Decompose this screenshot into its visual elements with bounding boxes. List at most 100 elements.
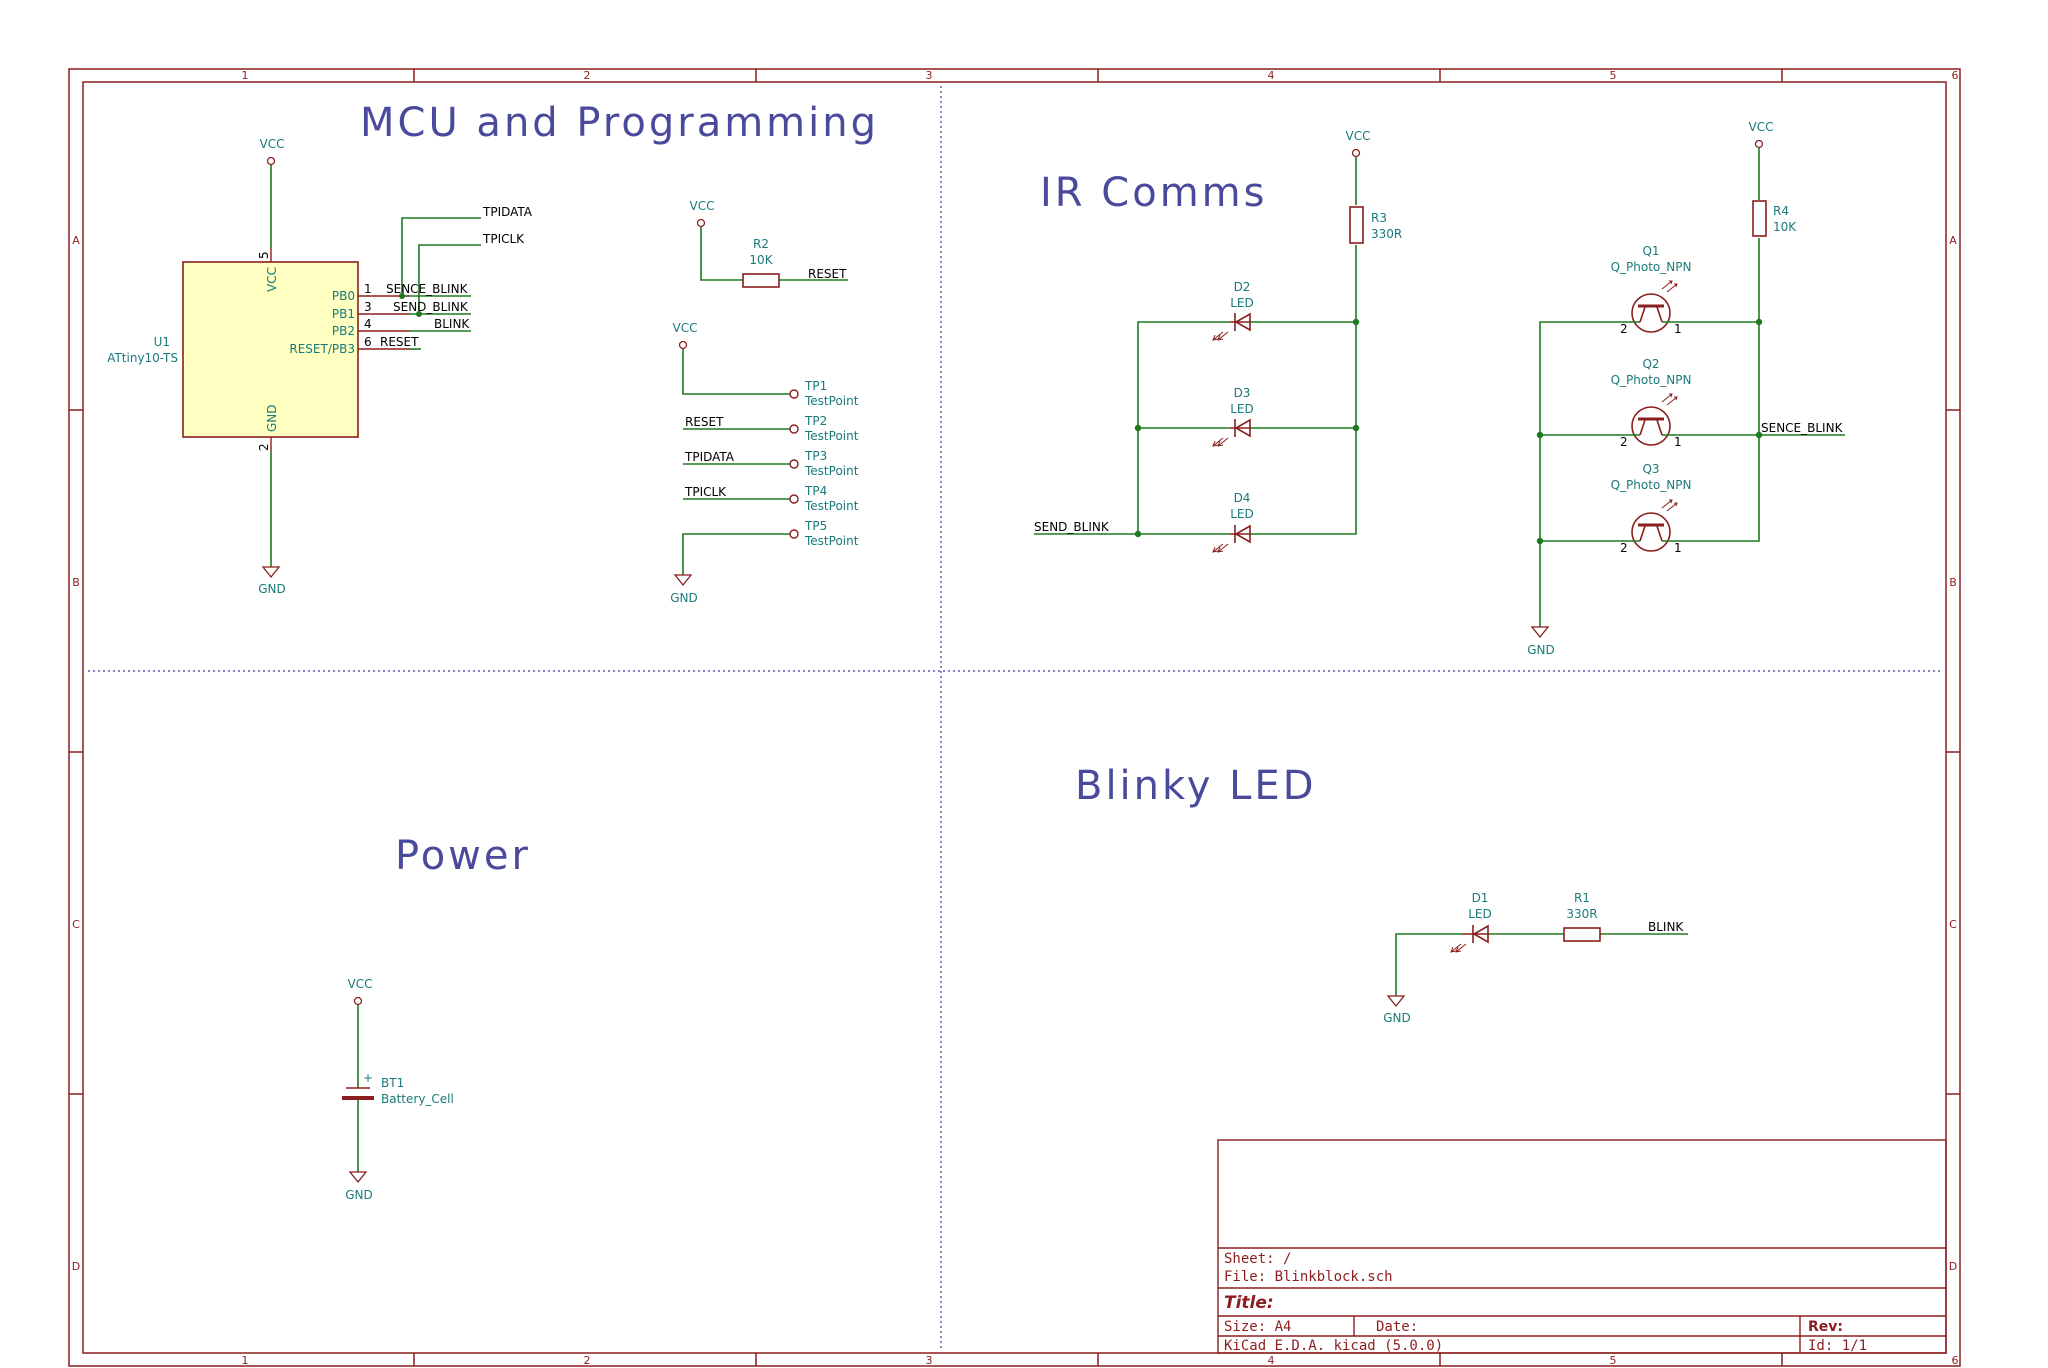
resistor-r3[interactable]: R3 330R	[1349, 206, 1402, 244]
testpoint-tp3[interactable]: TP3 TestPoint	[789, 449, 859, 478]
u1-pin-num: 4	[364, 317, 372, 331]
led-d1[interactable]: D1 LED	[1450, 891, 1492, 953]
net-label-reset: RESET	[685, 415, 724, 429]
junction	[1352, 318, 1360, 326]
q-ref: Q1	[1642, 244, 1659, 258]
section-dividers	[88, 86, 1940, 1350]
tb-rev: Rev:	[1808, 1319, 1843, 1335]
border-row-labels: A B C D A B C D	[72, 234, 1957, 1273]
gnd-symbol: GND	[258, 566, 286, 596]
net-label-sence-blink: SENCE_BLINK	[1761, 421, 1844, 435]
phototransistor-q1[interactable]: 2 1 Q1 Q_Photo_NPN	[1611, 244, 1692, 336]
ic-u1[interactable]: U1 ATtiny10-TS VCC GND PB0 PB1 PB2 RESET…	[107, 248, 410, 452]
q-value: Q_Photo_NPN	[1611, 478, 1692, 492]
q-ref: Q3	[1642, 462, 1659, 476]
col-label: 6	[1952, 1354, 1959, 1367]
led-d2[interactable]: D2 LED	[1212, 280, 1254, 341]
net-label-tpiclk: TPICLK	[684, 485, 727, 499]
junction	[1536, 431, 1544, 439]
sheet-border	[68, 68, 1961, 1367]
tp-value: TestPoint	[804, 464, 859, 478]
col-label: 4	[1268, 1354, 1275, 1367]
vcc-symbol: VCC	[1346, 129, 1371, 158]
tp-value: TestPoint	[804, 429, 859, 443]
u1-pin-pb0: PB0	[332, 289, 355, 303]
r2-wires	[700, 227, 848, 281]
led-d4[interactable]: D4 LED	[1212, 491, 1254, 553]
col-label: 3	[926, 69, 933, 82]
r2-ref: R2	[753, 237, 769, 251]
testpoint-tp2[interactable]: TP2 TestPoint	[789, 414, 859, 443]
r4-value: 10K	[1773, 220, 1797, 234]
led-d3[interactable]: D3 LED	[1212, 386, 1254, 447]
battery-bt1[interactable]: + BT1 Battery_Cell	[342, 1071, 454, 1106]
col-label: 1	[242, 1354, 249, 1367]
testpoint-tp4[interactable]: TP4 TestPoint	[789, 484, 859, 513]
led-ref: D1	[1472, 891, 1489, 905]
led-ref: D3	[1234, 386, 1251, 400]
q-ref: Q2	[1642, 357, 1659, 371]
gnd-label: GND	[670, 591, 698, 605]
junction	[1134, 424, 1142, 432]
net-label-tpidata: TPIDATA	[684, 450, 735, 464]
tb-title: Title:	[1224, 1293, 1274, 1313]
section-title-power: Power	[395, 833, 531, 879]
u1-value: ATtiny10-TS	[107, 351, 178, 365]
net-label-send-blink: SEND_BLINK	[1034, 520, 1110, 534]
section-title-ir: IR Comms	[1040, 170, 1267, 216]
net-label-tpiclk: TPICLK	[482, 232, 525, 246]
resistor-r4[interactable]: R4 10K	[1752, 200, 1797, 237]
gnd-label: GND	[258, 582, 286, 596]
phototransistor-q3[interactable]: 2 1 Q3 Q_Photo_NPN	[1611, 462, 1692, 555]
r2-value: 10K	[749, 253, 773, 267]
r3-ref: R3	[1371, 211, 1387, 225]
junction	[1755, 318, 1763, 326]
bt1-value: Battery_Cell	[381, 1092, 454, 1106]
junction	[416, 311, 422, 317]
col-label: 4	[1268, 69, 1275, 82]
u1-pin-gnd: GND	[265, 404, 279, 432]
q-pin-num: 1	[1674, 541, 1682, 555]
phototransistor-q2[interactable]: 2 1 Q2 Q_Photo_NPN	[1611, 357, 1692, 449]
r1-ref: R1	[1574, 891, 1590, 905]
testpoint-tp1[interactable]: TP1 TestPoint	[789, 379, 859, 408]
testpoint-tp5[interactable]: TP5 TestPoint	[789, 519, 859, 548]
border-column-labels: 1 2 3 4 5 6 1 2 3 4 5 6	[242, 69, 1959, 1367]
gnd-symbol: GND	[1527, 626, 1555, 657]
vcc-label: VCC	[1346, 129, 1371, 143]
r3-value: 330R	[1371, 227, 1402, 241]
battery-plus: +	[363, 1071, 373, 1085]
net-label-send-blink: SEND_BLINK	[393, 300, 469, 314]
u1-pin-num: 1	[364, 282, 372, 296]
u1-pin-pb3: RESET/PB3	[289, 342, 355, 356]
u1-pin-vcc: VCC	[265, 267, 279, 292]
row-label: B	[1949, 576, 1957, 589]
tb-tool: KiCad E.D.A. kicad (5.0.0)	[1224, 1338, 1443, 1354]
bt1-ref: BT1	[381, 1076, 404, 1090]
gnd-symbol: GND	[345, 1171, 373, 1202]
q-pin-num: 2	[1620, 541, 1628, 555]
u1-pin-pb1: PB1	[332, 307, 355, 321]
col-label: 2	[584, 69, 591, 82]
gnd-label: GND	[345, 1188, 373, 1202]
row-label: D	[72, 1260, 80, 1273]
testpoint-net-labels: RESET TPIDATA TPICLK	[684, 415, 735, 499]
vcc-label: VCC	[673, 321, 698, 335]
testpoint-wires	[682, 349, 790, 575]
led-value: LED	[1468, 907, 1492, 921]
resistor-r1[interactable]: R1 330R	[1563, 891, 1601, 942]
q-pin-num: 1	[1674, 435, 1682, 449]
vcc-label: VCC	[690, 199, 715, 213]
junction	[1134, 530, 1142, 538]
mcu-net-labels: TPIDATA TPICLK SENCE_BLINK SEND_BLINK BL…	[380, 205, 533, 349]
net-label-reset: RESET	[380, 335, 419, 349]
row-label: C	[1949, 918, 1957, 931]
row-label: A	[1949, 234, 1957, 247]
gnd-label: GND	[1527, 643, 1555, 657]
led-value: LED	[1230, 402, 1254, 416]
col-label: 5	[1610, 1354, 1617, 1367]
tp-ref: TP4	[804, 484, 827, 498]
resistor-r2[interactable]: R2 10K	[742, 237, 780, 288]
q-pin-num: 1	[1674, 322, 1682, 336]
